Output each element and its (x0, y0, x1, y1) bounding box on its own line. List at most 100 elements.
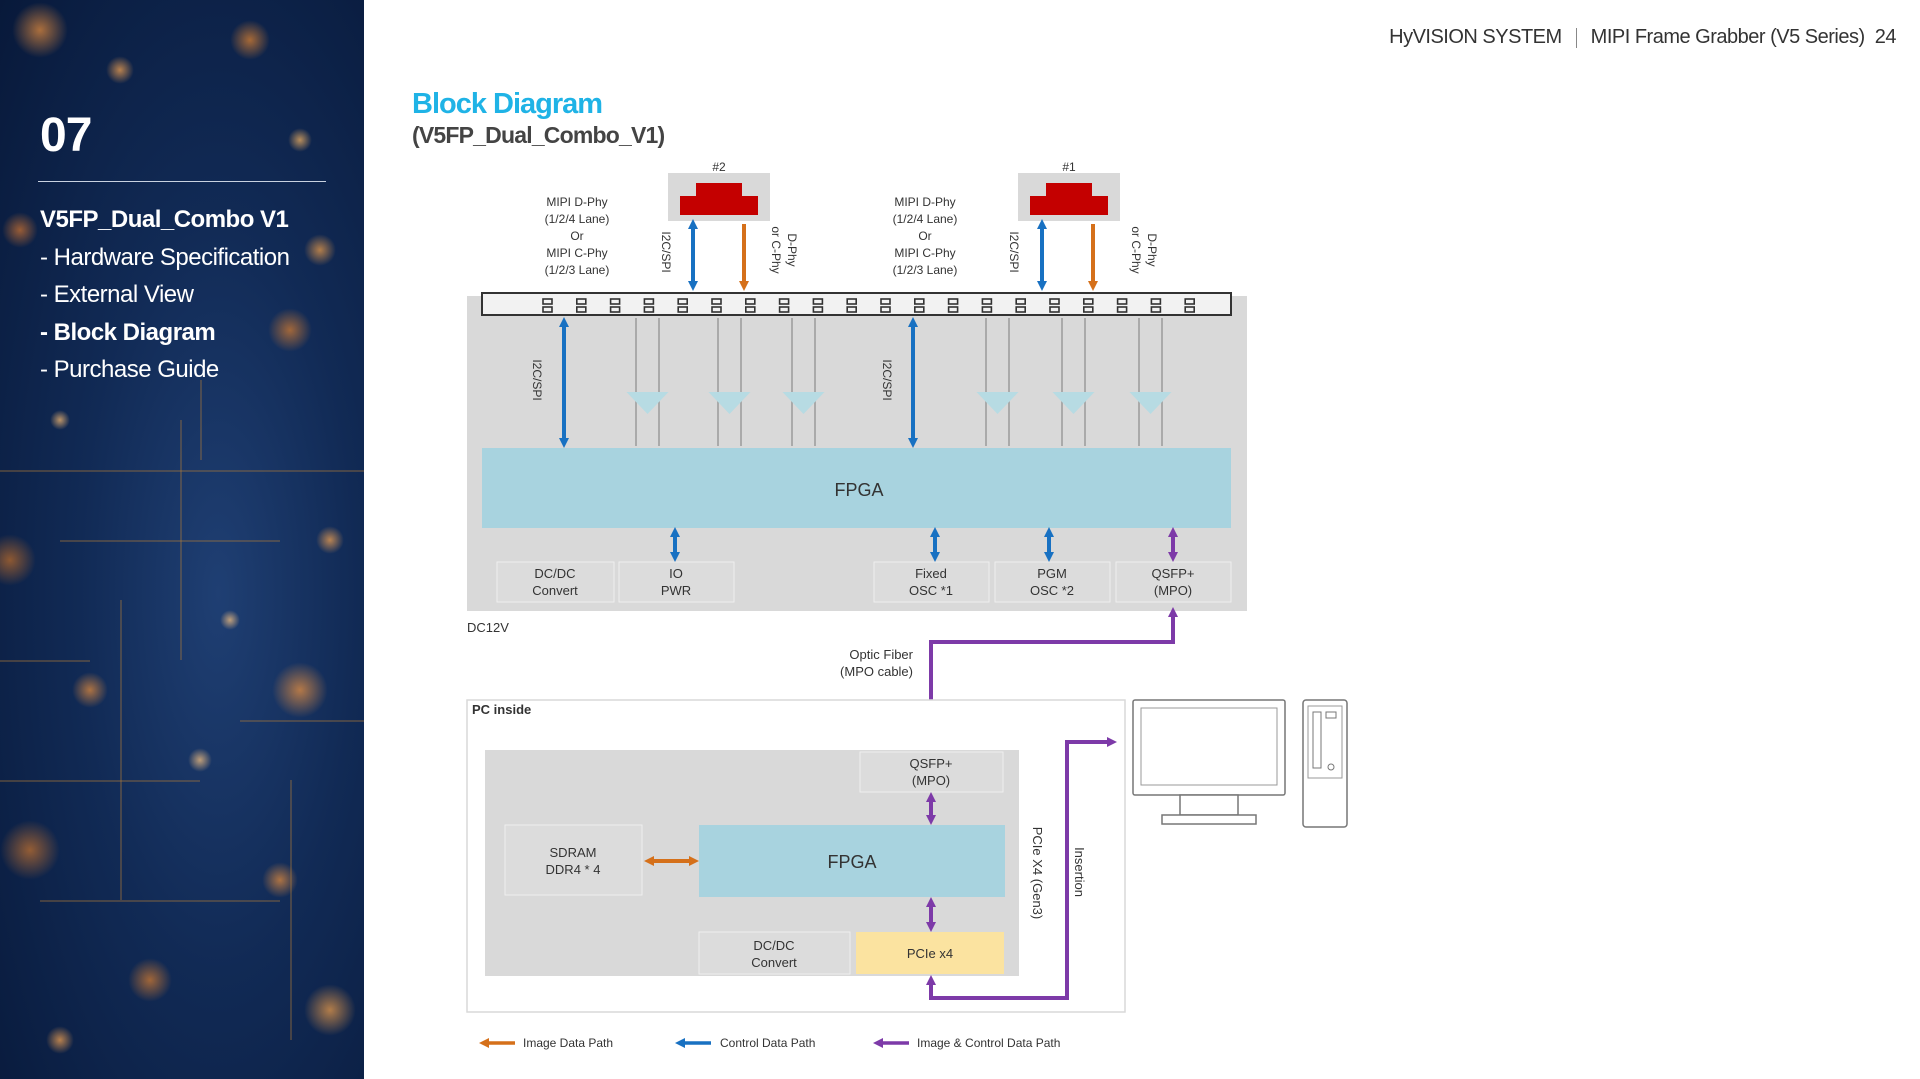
connector-slot (1184, 298, 1195, 305)
connector-slot (711, 306, 722, 313)
header-divider (1575, 27, 1577, 48)
camera-1-connector-top (1046, 183, 1092, 196)
connector-slot (812, 298, 824, 305)
pc-dcdc-line1: DC/DC (753, 938, 794, 953)
page-header: HyVISION SYSTEM MIPI Frame Grabber (V5 Se… (1389, 26, 1896, 49)
connector-slot (1116, 306, 1128, 313)
buffer-triangle (626, 392, 669, 414)
camera-1-mipi-line3: Or (918, 229, 931, 243)
optic-fiber-line2: (MPO cable) (840, 664, 913, 679)
fixed-osc-box (873, 561, 990, 603)
camera-1-mipi-line5: (1/2/3 Lane) (893, 263, 958, 277)
connector-slot (1015, 306, 1027, 313)
connector-slot (575, 298, 587, 305)
fpga-label: FPGA (834, 480, 883, 500)
connector-slot (575, 306, 587, 313)
pgm-osc-line1: PGM (1037, 566, 1067, 581)
section-number: 07 (40, 109, 92, 162)
pc-dcdc-box (698, 931, 851, 975)
pc-tower-icon (1302, 699, 1348, 828)
connector-slot (643, 306, 655, 313)
connector-slot (981, 306, 993, 313)
circuit-trace (0, 660, 90, 662)
pcie-host-path (926, 737, 1117, 1000)
sidebar-item-block-diagram[interactable]: - Block Diagram (40, 319, 216, 346)
sidebar: 07 V5FP_Dual_Combo V1 - Hardware Specifi… (0, 0, 364, 1079)
bokeh-light (106, 56, 134, 84)
sidebar-item-hardware-spec[interactable]: - Hardware Specification (40, 244, 290, 271)
pc-dcdc-line2: Convert (751, 955, 797, 970)
camera-2-mipi-line3: Or (570, 229, 583, 243)
connector-slot (643, 298, 655, 305)
fixed-osc-line1: Fixed (915, 566, 947, 581)
sdram-box (504, 824, 643, 896)
bokeh-light (220, 610, 240, 630)
grabber-qsfp-box (1115, 561, 1232, 603)
circuit-trace (240, 720, 364, 722)
camera-1-i2c-label: I2C/SPI (1007, 231, 1021, 272)
camera-2-mipi-line1: MIPI D-Phy (546, 195, 607, 209)
brand-name: HyVISION SYSTEM (1389, 26, 1562, 48)
bokeh-light (262, 862, 298, 898)
fpga-block (482, 448, 1231, 528)
sidebar-item-external-view[interactable]: - External View (40, 281, 194, 308)
bokeh-light (0, 820, 60, 880)
optic-fiber-line1: Optic Fiber (849, 647, 913, 662)
bokeh-light (72, 672, 108, 708)
legend-image-path-label: Image Data Path (523, 1036, 613, 1050)
bokeh-light (304, 234, 336, 266)
connector-slot (609, 298, 621, 305)
insertion-label: Insertion (1072, 847, 1087, 897)
camera-1-phy-line1: D-Phy (1145, 233, 1159, 266)
camera-1-mipi-line4: MIPI C-Phy (894, 246, 955, 260)
circuit-trace (40, 900, 280, 902)
bokeh-light (12, 2, 68, 58)
connector-slot (677, 298, 689, 305)
pc-fpga-label: FPGA (827, 852, 876, 872)
buffer-triangle (1129, 392, 1172, 414)
pcie-gen3-label: PCIe X4 (Gen3) (1030, 827, 1045, 920)
connector-slot (778, 306, 790, 313)
connector-slot (744, 298, 756, 305)
circuit-trace (290, 780, 292, 1040)
bokeh-light (188, 748, 212, 772)
connector-slot (542, 298, 553, 305)
i2c-label-left: I2C/SPI (530, 359, 544, 400)
connector-slot (947, 306, 959, 313)
pgm-osc-box (994, 561, 1111, 603)
monitor-icon (1132, 699, 1286, 825)
product-name: MIPI Frame Grabber (V5 Series) (1590, 26, 1865, 48)
circuit-trace (60, 540, 280, 542)
buffer-triangle (708, 392, 751, 414)
connector-slot (1083, 306, 1094, 313)
camera-1-mipi-line2: (1/2/4 Lane) (893, 212, 958, 226)
dcdc-convert-box (496, 561, 615, 603)
circuit-trace (180, 420, 182, 660)
bokeh-light (2, 212, 38, 248)
i2c-label-right: I2C/SPI (880, 359, 894, 400)
section-divider (38, 181, 326, 182)
bokeh-light (50, 410, 70, 430)
dc12v-label: DC12V (467, 620, 509, 635)
sidebar-item-product[interactable]: V5FP_Dual_Combo V1 (40, 206, 289, 233)
camera-2-mipi-line2: (1/2/4 Lane) (545, 212, 610, 226)
legend-image-control-path-label: Image & Control Data Path (917, 1036, 1060, 1050)
connector-slot (846, 298, 858, 305)
buffer-triangle (782, 392, 825, 414)
connector-slot (880, 306, 891, 313)
sidebar-item-purchase-guide[interactable]: - Purchase Guide (40, 356, 219, 383)
camera-2-mipi-line4: MIPI C-Phy (546, 246, 607, 260)
sdram-line2: DDR4 * 4 (546, 862, 601, 877)
camera-2-mipi-line5: (1/2/3 Lane) (545, 263, 610, 277)
bokeh-light (272, 662, 328, 718)
connector-slot (846, 306, 858, 313)
circuit-trace (0, 780, 200, 782)
dcdc-convert-line2: Convert (532, 583, 578, 598)
page-title: Block Diagram (412, 88, 603, 120)
camera-2-i2c-label: I2C/SPI (659, 231, 673, 272)
pc-inside-label: PC inside (472, 702, 531, 717)
camera-2-phy-line1: D-Phy (785, 233, 799, 266)
connector-slot (981, 298, 993, 305)
bokeh-light (316, 526, 344, 554)
